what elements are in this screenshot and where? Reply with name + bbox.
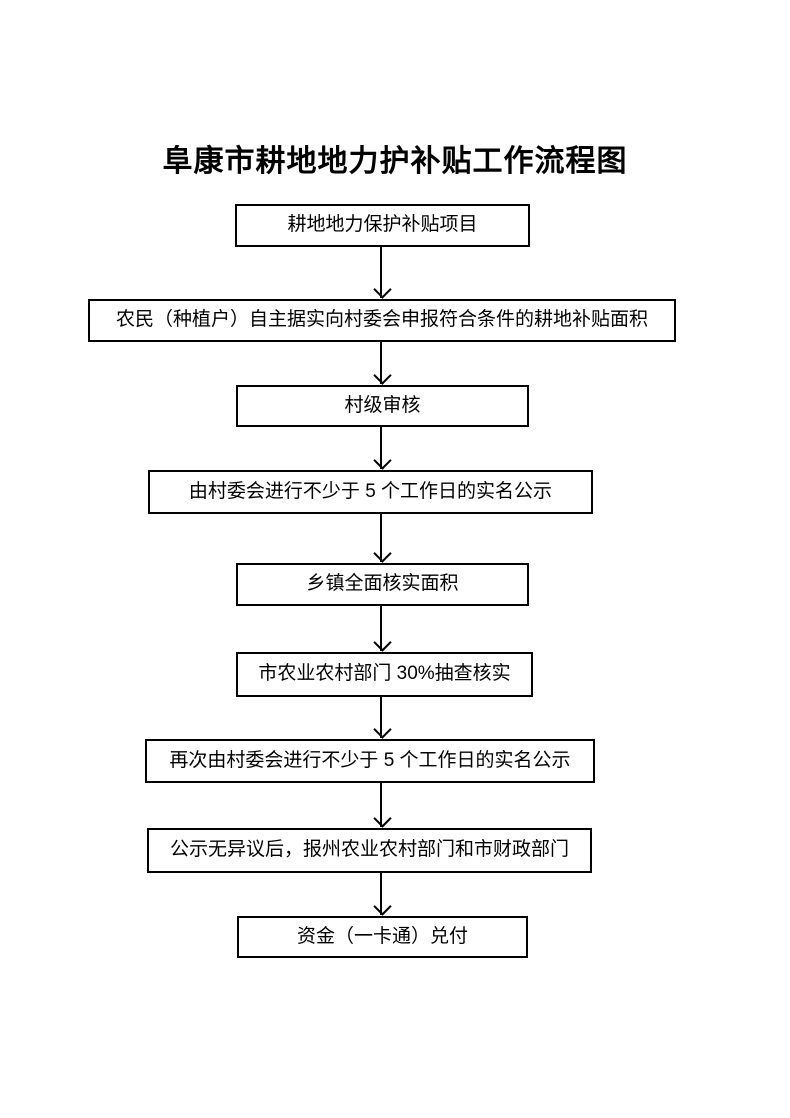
page-title: 阜康市耕地地力护补贴工作流程图 <box>162 145 628 178</box>
flow-step-2-farmer-declaration: 农民（种植户）自主据实向村委会申报符合条件的耕地补贴面积 <box>88 299 676 342</box>
flow-step-3-village-review: 村级审核 <box>236 385 529 427</box>
flow-step-7-second-publicity: 再次由村委会进行不少于 5 个工作日的实名公示 <box>145 739 595 783</box>
flow-step-4-village-publicity: 由村委会进行不少于 5 个工作日的实名公示 <box>148 470 593 514</box>
flow-step-1-subsidy-project: 耕地地力保护补贴项目 <box>235 204 530 247</box>
flow-step-8-report-departments: 公示无异议后，报州农业农村部门和市财政部门 <box>147 828 592 873</box>
arrow-down-icon <box>372 427 390 470</box>
arrow-down-icon <box>372 606 390 652</box>
arrow-down-icon <box>372 342 390 385</box>
arrow-down-icon <box>372 783 390 828</box>
flow-step-6-city-spot-check: 市农业农村部门 30%抽查核实 <box>236 652 533 697</box>
arrow-down-icon <box>372 247 390 299</box>
arrow-down-icon <box>372 514 390 563</box>
flow-step-9-fund-payment: 资金（一卡通）兑付 <box>237 916 528 958</box>
arrow-down-icon <box>372 697 390 739</box>
arrow-down-icon <box>372 873 390 916</box>
flow-step-5-township-verification: 乡镇全面核实面积 <box>236 563 529 606</box>
